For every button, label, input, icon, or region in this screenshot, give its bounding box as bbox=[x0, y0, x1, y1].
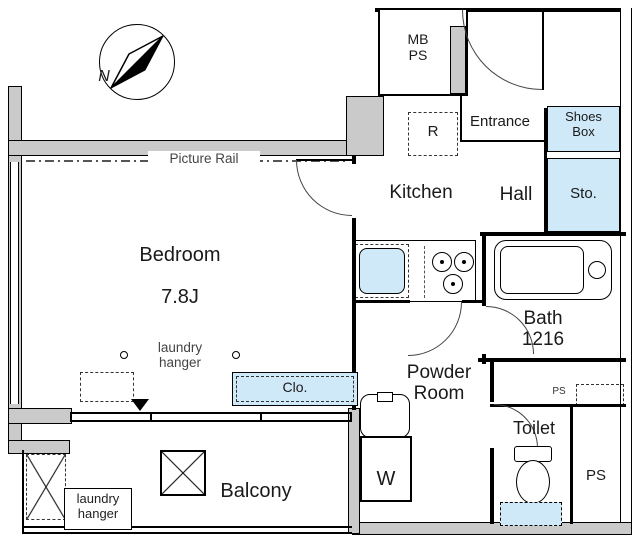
powder-door-arc bbox=[408, 302, 462, 356]
closet bbox=[232, 372, 358, 406]
ps-divider-wall bbox=[570, 407, 573, 524]
bathtub-inner bbox=[500, 246, 584, 294]
bathtub-drain-icon bbox=[588, 261, 606, 279]
entrance-step-line bbox=[460, 140, 544, 142]
bedroom-door-arc bbox=[296, 160, 352, 216]
partition-stub bbox=[352, 156, 356, 164]
outdoor-unit-space bbox=[26, 454, 66, 520]
bedroom-laundry-hanger-label: laundry hanger bbox=[134, 340, 226, 370]
balcony-laundry-hanger-box bbox=[64, 488, 132, 530]
powder-label-line1: Powder bbox=[406, 362, 472, 383]
kitchen-sink bbox=[359, 248, 405, 294]
bath-label-line2: 1216 bbox=[521, 329, 565, 351]
closet-label: Clo. bbox=[282, 379, 308, 395]
ps-meter-label: PS bbox=[408, 46, 428, 63]
laundry-label-line1: laundry bbox=[157, 340, 203, 355]
washbasin-faucet bbox=[377, 392, 393, 402]
closet-door-dashes bbox=[236, 376, 354, 402]
laundry-hook-icon bbox=[232, 351, 240, 359]
bedroom-label: Bedroom bbox=[139, 244, 221, 266]
refrigerator-space bbox=[408, 112, 458, 156]
washbasin bbox=[360, 394, 410, 438]
compass-needle-icon bbox=[110, 35, 164, 89]
powder-top-wall-right bbox=[462, 300, 484, 303]
powder-top-wall-left bbox=[352, 300, 410, 303]
storage-label: Sto. bbox=[570, 185, 597, 202]
window-mullion bbox=[260, 412, 262, 422]
laundry-label-line1: laundry bbox=[76, 491, 120, 506]
window-line-outer bbox=[70, 412, 352, 414]
bath-label-line1: Bath bbox=[523, 308, 563, 329]
compass-north-label: N bbox=[98, 68, 110, 85]
window-end-cap bbox=[70, 412, 72, 422]
balcony-label: Balcony bbox=[220, 480, 292, 502]
refrigerator-label: R bbox=[427, 123, 439, 140]
window-line-inner bbox=[70, 420, 352, 422]
ps-small-label: PS bbox=[552, 386, 566, 397]
picture-rail-label: Picture Rail bbox=[148, 151, 260, 167]
shoes-label-line2: Box bbox=[572, 123, 595, 139]
bath-bottom-wall bbox=[478, 358, 626, 362]
wall-balcony-left-stub bbox=[8, 440, 70, 454]
bedroom-size-label: 7.8J bbox=[161, 286, 199, 308]
balcony-laundry-hanger-label: laundry hanger bbox=[64, 491, 132, 521]
laundry-label-line2: hanger bbox=[158, 355, 202, 371]
bath-top-wall bbox=[480, 232, 626, 236]
evacuation-hatch bbox=[160, 450, 206, 496]
toilet-mat bbox=[500, 502, 562, 526]
stove-burner-center bbox=[451, 282, 455, 286]
kitchen-label: Kitchen bbox=[389, 182, 453, 203]
entrance-door-arc bbox=[462, 10, 542, 90]
stove-burner-center bbox=[440, 260, 444, 264]
toilet-left-wall-lower bbox=[490, 448, 494, 524]
toilet-left-wall-upper bbox=[490, 362, 494, 402]
storage-closet bbox=[547, 158, 620, 232]
toilet-bowl bbox=[516, 460, 550, 504]
wall-balcony-divider bbox=[348, 408, 360, 534]
laundry-hook-icon bbox=[120, 351, 128, 359]
balcony-rail-inner bbox=[22, 532, 352, 534]
wall-bedroom-bottom-left bbox=[8, 408, 72, 424]
powder-room-label: Powder Room bbox=[394, 362, 484, 405]
entrance-label: Entrance bbox=[469, 113, 531, 130]
entrance-door-leaf bbox=[542, 10, 544, 90]
shoes-label-line1: Shoes bbox=[565, 109, 602, 124]
shoes-box-label: Shoes Box bbox=[547, 109, 620, 139]
mb-label: MB bbox=[407, 31, 429, 47]
bath-left-wall-upper bbox=[482, 232, 486, 306]
balcony-access-marker-icon bbox=[131, 399, 149, 411]
balcony-rail-outer bbox=[22, 526, 352, 528]
window-end-cap bbox=[350, 412, 352, 422]
ps-large-label: PS bbox=[585, 467, 606, 484]
kitchen-entrance-divider bbox=[460, 96, 462, 140]
counter-divider-line bbox=[424, 246, 425, 298]
window-mullion bbox=[150, 412, 152, 422]
wall-right bbox=[620, 8, 632, 535]
toilet-label: Toilet bbox=[512, 418, 556, 438]
bedroom-left-window bbox=[10, 162, 19, 404]
toilet-top-wall bbox=[490, 404, 626, 407]
wall-kitchen-top bbox=[346, 96, 384, 156]
ps-small-dashed-outline bbox=[576, 384, 624, 406]
hall-label: Hall bbox=[499, 184, 533, 205]
meter-box-label: MB PS bbox=[394, 31, 442, 63]
bath-label: Bath 1216 bbox=[510, 308, 576, 351]
shoes-box bbox=[547, 106, 620, 152]
powder-label-line2: Room bbox=[413, 383, 465, 405]
partition-bedroom-kitchen bbox=[352, 218, 356, 410]
meter-box-wall bbox=[450, 26, 466, 94]
laundry-label-line2: hanger bbox=[77, 505, 119, 521]
balcony-left-edge bbox=[22, 450, 24, 534]
stove-burner-center bbox=[462, 260, 466, 264]
washing-machine-label: W bbox=[376, 468, 396, 490]
washing-machine-space bbox=[360, 436, 412, 502]
dashed-storage-outline bbox=[80, 372, 134, 402]
hall-storage-wall bbox=[544, 108, 547, 232]
